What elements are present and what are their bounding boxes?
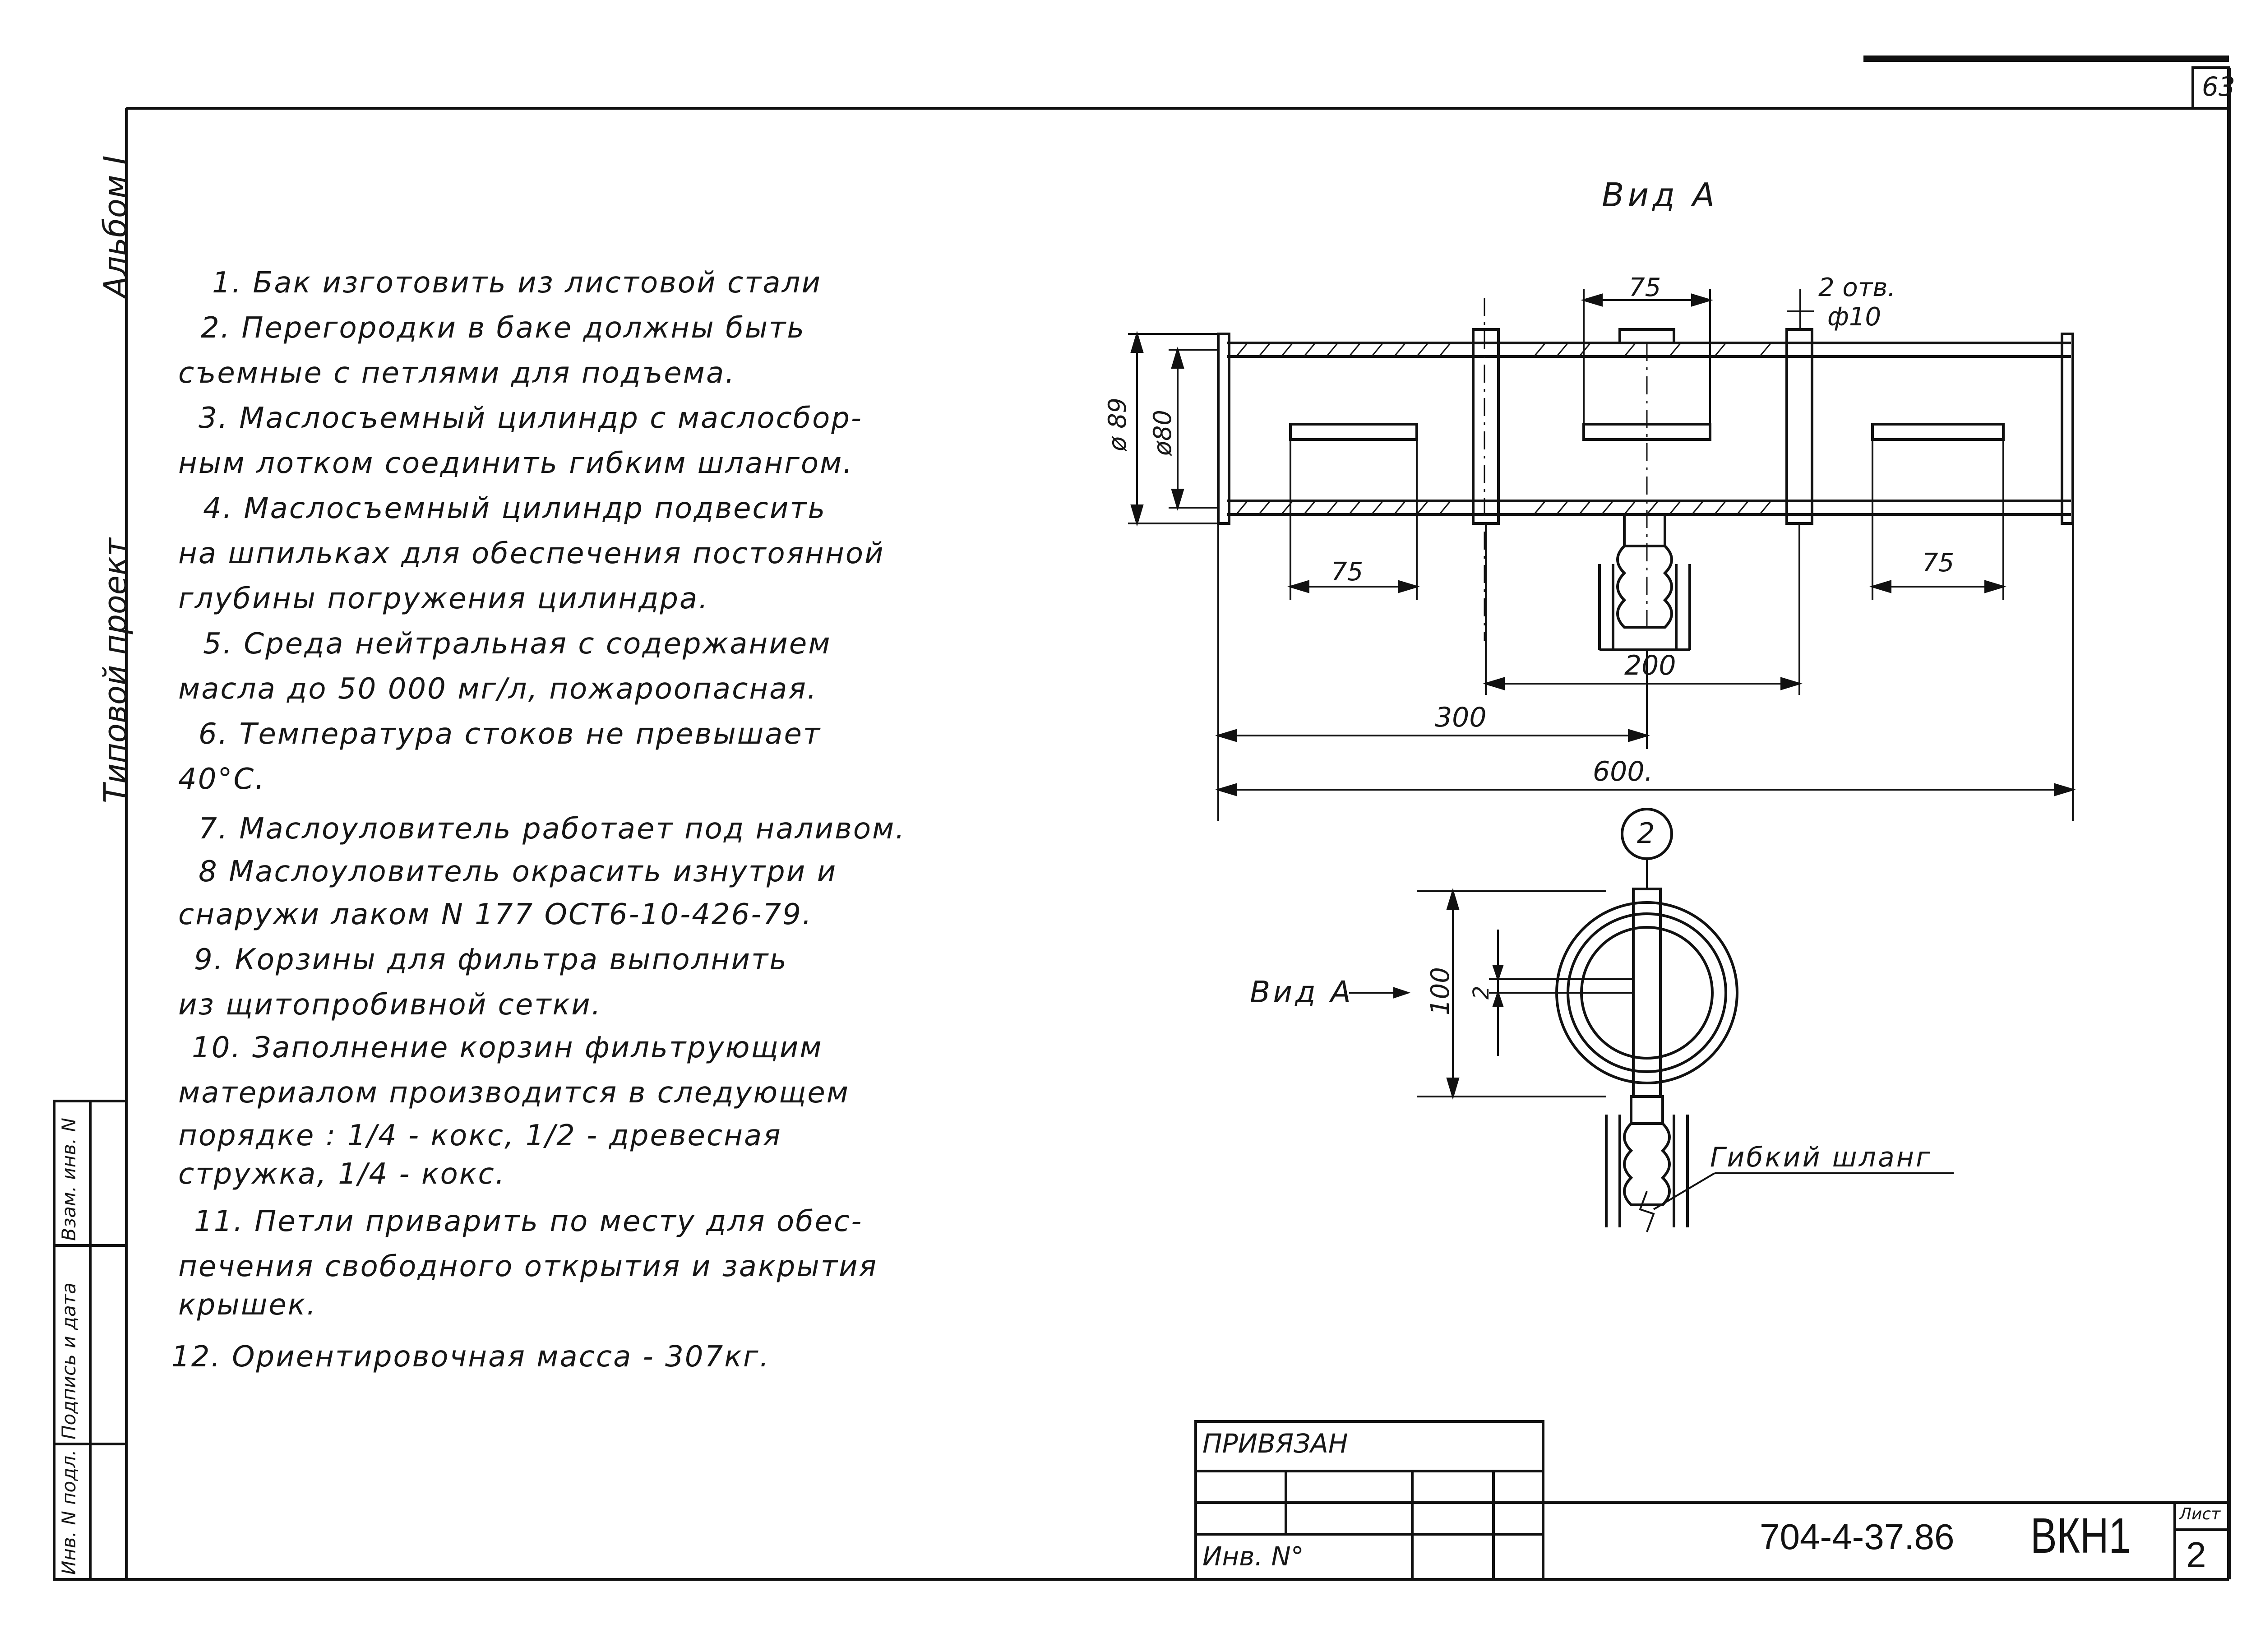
- top-view-drawing: [1217, 298, 2074, 651]
- stamp-inv-podl: Инв. N подл.: [58, 1449, 80, 1575]
- note-line: 8 Маслоуловитель окрасить изнутри и: [199, 855, 837, 888]
- section-view-drawing: [1555, 808, 1738, 1232]
- note-line: 6. Температура стоков не превышает: [199, 717, 822, 751]
- note-line: печения свободного открытия и закрытия: [178, 1250, 878, 1283]
- dim-holes: 2 отв.: [1818, 273, 1896, 302]
- stamp-signature-date: Подпись и дата: [58, 1282, 80, 1439]
- dim-right-75: 75: [1922, 548, 1955, 578]
- note-line: 40°С.: [178, 763, 266, 796]
- note-line: 11. Петли приварить по месту для обес-: [194, 1205, 863, 1238]
- note-line: крышек.: [178, 1288, 317, 1322]
- note-line: 5. Среда нейтральная с содержанием: [203, 627, 832, 661]
- note-line: 7. Маслоуловитель работает под наливом.: [199, 812, 906, 846]
- note-line: 10. Заполнение корзин фильтрующим: [192, 1031, 823, 1064]
- note-line: стружка, 1/4 - кокс.: [178, 1157, 506, 1191]
- dim-d80: ø80: [1148, 410, 1177, 456]
- stamp-vzam-inv: Взам. инв. N: [58, 1118, 80, 1241]
- sheet-number: 2: [2186, 1535, 2206, 1575]
- dim-100: 100: [1426, 967, 1455, 1015]
- sheet-label: Лист: [2179, 1505, 2221, 1523]
- section-view-label: Вид А: [1250, 975, 1354, 1009]
- project-label: Типовой проект: [97, 538, 134, 803]
- page-number-box: [2191, 66, 2230, 110]
- note-line: съемные с петлями для подъема.: [178, 356, 736, 390]
- section-view-dimensions: [1349, 888, 1954, 1210]
- note-line: материалом производится в следующем: [178, 1076, 850, 1110]
- dim-300: 300: [1435, 702, 1487, 733]
- note-line: 4. Маслосъемный цилиндр подвесить: [203, 492, 827, 525]
- note-line: глубины погружения цилиндра.: [178, 582, 709, 615]
- note-line: из щитопробивной сетки.: [178, 988, 602, 1022]
- album-label: Альбом I: [97, 155, 134, 298]
- note-line: 9. Корзины для фильтра выполнить: [194, 943, 788, 976]
- note-line: 2. Перегородки в баке должны быть: [201, 311, 806, 345]
- note-line: масла до 50 000 мг/л, пожароопасная.: [178, 672, 818, 706]
- top-view-dimensions: [1128, 289, 2076, 821]
- dim-2: 2: [1469, 986, 1494, 1000]
- note-line: порядке : 1/4 - кокс, 1/2 - древесная: [178, 1119, 782, 1152]
- dim-200: 200: [1624, 650, 1676, 681]
- hose-label: Гибкий шланг: [1710, 1142, 1932, 1173]
- note-line: ным лотком соединить гибким шлангом.: [178, 447, 854, 480]
- dim-600: 600.: [1593, 756, 1653, 787]
- note-line: 3. Маслосъемный цилиндр с маслосбор-: [199, 402, 863, 435]
- note-line: 12. Ориентировочная масса - 307кг.: [171, 1340, 770, 1374]
- dim-top-75: 75: [1629, 273, 1661, 302]
- document-mark: ВКН1: [2030, 1508, 2131, 1564]
- note-line: 1. Бак изготовить из листовой стали: [212, 266, 822, 300]
- dim-left-75: 75: [1331, 557, 1364, 587]
- title-block-lines: [1194, 1420, 2229, 1581]
- note-line: на шпильках для обеспечения постоянной: [178, 537, 885, 570]
- dim-holes-diameter: ф10: [1827, 302, 1882, 332]
- attached-label: ПРИВЯЗАН: [1202, 1428, 1348, 1459]
- document-code: 704-4-37.86: [1760, 1517, 1955, 1557]
- inv-number-label: Инв. N°: [1202, 1541, 1304, 1572]
- section-marker-number: 2: [1637, 817, 1655, 850]
- note-line: снаружи лаком N 177 ОСТ6-10-426-79.: [178, 898, 813, 931]
- page-number: 63: [2202, 71, 2235, 102]
- dim-d89: ø 89: [1103, 398, 1132, 451]
- view-a-title: Вид А: [1602, 176, 1719, 214]
